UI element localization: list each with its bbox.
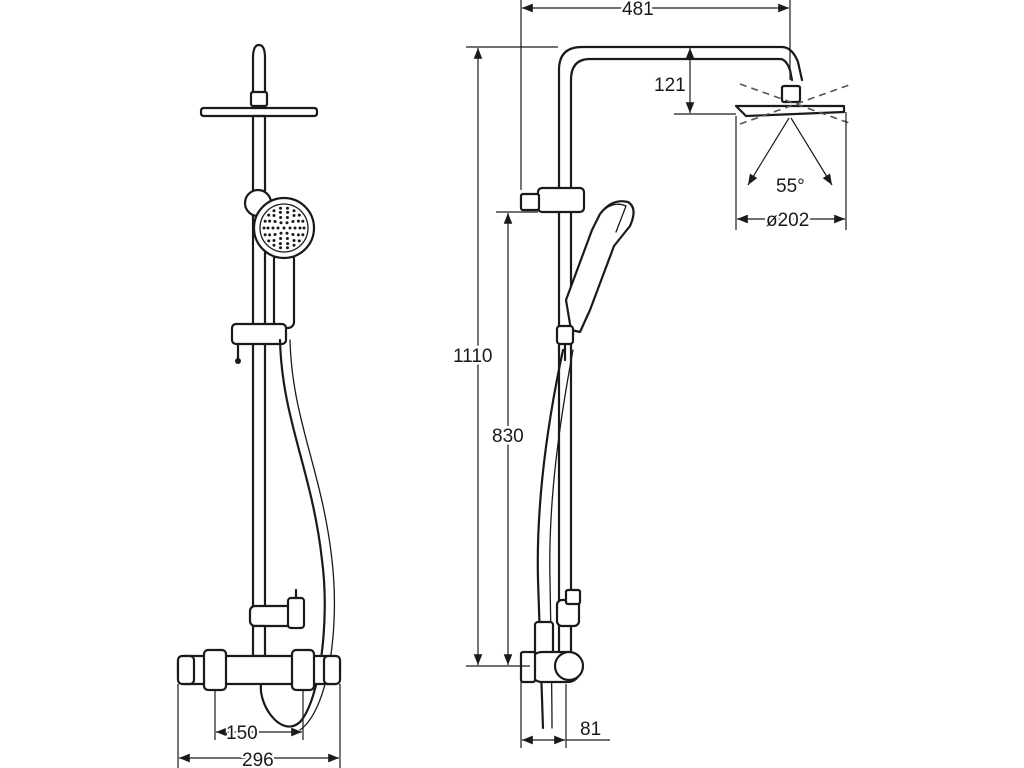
spray-nozzle-dots xyxy=(262,206,306,250)
spray-nozzle xyxy=(291,220,295,223)
spray-nozzle xyxy=(302,226,306,230)
spray-nozzle xyxy=(286,210,290,214)
spray-nozzle xyxy=(293,226,297,230)
tilt-line-a xyxy=(739,83,853,125)
front-inlet-left xyxy=(202,648,228,692)
spray-nozzle xyxy=(278,210,282,214)
spray-nozzle xyxy=(297,239,301,243)
spray-nozzle xyxy=(272,214,276,217)
spray-nozzle xyxy=(267,239,271,243)
side-head-connector xyxy=(780,84,802,104)
spray-nozzle xyxy=(272,243,276,247)
spray-nozzle xyxy=(272,239,276,242)
front-diverter-cap xyxy=(286,596,306,630)
spray-nozzle xyxy=(272,209,276,213)
front-thermostat-bar xyxy=(176,654,342,686)
dim-total-width: 296 xyxy=(242,750,274,768)
spray-nozzle xyxy=(296,233,300,237)
dim-head-diameter: ø202 xyxy=(766,210,809,231)
spray-nozzle xyxy=(291,233,295,236)
spray-nozzle xyxy=(271,226,275,230)
spray-nozzle xyxy=(292,214,296,217)
spray-nozzle xyxy=(276,226,280,230)
dim-wall-offset: 81 xyxy=(580,719,601,740)
side-shower-head xyxy=(734,104,846,118)
spray-nozzle xyxy=(285,216,289,219)
front-head-connector xyxy=(249,90,269,108)
spray-nozzle xyxy=(263,233,267,237)
spray-nozzle xyxy=(297,213,301,217)
dim-total-height: 1110 xyxy=(453,346,492,367)
side-upper-slider-knob xyxy=(519,192,541,212)
spray-nozzle xyxy=(279,206,282,210)
spray-nozzle xyxy=(288,226,292,230)
spray-angle-label: 55° xyxy=(776,176,805,197)
spray-nozzle xyxy=(282,226,286,230)
side-thermostat-knob xyxy=(553,650,585,682)
dim-inlet-spacing: 150 xyxy=(226,723,258,744)
side-mid-bracket xyxy=(555,324,575,346)
spray-nozzle xyxy=(286,242,290,246)
spray-nozzle xyxy=(279,231,283,235)
side-view: 55° xyxy=(519,45,853,730)
spray-nozzle xyxy=(279,216,283,219)
front-slide-bracket xyxy=(230,322,288,346)
spray-nozzle xyxy=(278,242,282,246)
spray-nozzle xyxy=(279,246,282,250)
front-shower-arm xyxy=(251,43,267,94)
side-hose-inner xyxy=(549,349,574,729)
dim-head-drop: 121 xyxy=(654,75,686,96)
front-bracket-pin-end xyxy=(235,358,241,364)
front-hand-shower-handle xyxy=(272,246,296,330)
spray-nozzle xyxy=(292,239,296,242)
front-shower-head xyxy=(199,106,319,118)
spray-cone-right xyxy=(790,117,833,186)
front-lower-pipe xyxy=(251,624,267,658)
front-hand-shower-face xyxy=(259,203,309,253)
tilt-line-b xyxy=(739,83,853,125)
spray-nozzle xyxy=(286,206,289,210)
spray-nozzle xyxy=(279,237,283,240)
side-riser-pipe xyxy=(557,45,804,658)
spray-nozzle xyxy=(301,219,305,223)
front-dimensions: 150 296 xyxy=(177,684,341,768)
front-inlet-right xyxy=(290,648,316,692)
dim-hand-height: 830 xyxy=(492,426,524,447)
side-hand-shower xyxy=(564,200,635,334)
spray-cone-left xyxy=(747,117,790,186)
spray-nozzle xyxy=(298,226,302,230)
side-upper-slider xyxy=(536,186,586,214)
spray-nozzle xyxy=(273,220,277,223)
spray-nozzle xyxy=(273,233,277,236)
spray-nozzle xyxy=(262,226,266,230)
front-hose xyxy=(259,338,326,728)
spray-nozzle xyxy=(292,209,296,213)
dim-arm-reach: 481 xyxy=(622,0,654,20)
side-hose-connector xyxy=(533,620,555,656)
spray-nozzle xyxy=(286,246,289,250)
front-hose-inner xyxy=(289,339,336,731)
spray-nozzle xyxy=(301,233,305,237)
spray-nozzle xyxy=(296,219,300,223)
side-hose xyxy=(536,348,565,730)
side-diverter-cap xyxy=(564,588,582,606)
spray-nozzle xyxy=(285,221,289,225)
front-thermostat-right-cap xyxy=(322,654,342,686)
side-dimensions: 481 121 1110 830 ø202 81 xyxy=(451,0,847,748)
spray-nozzle xyxy=(279,221,283,225)
side-hand-shower-face xyxy=(599,203,627,233)
side-wall-mount xyxy=(519,650,537,684)
spray-nozzle xyxy=(285,231,289,235)
front-view xyxy=(176,43,342,731)
side-riser-pipe-inner xyxy=(569,57,794,658)
spray-nozzle xyxy=(263,219,267,223)
spray-nozzle xyxy=(268,233,272,237)
front-thermostat-left-cap xyxy=(176,654,196,686)
spray-nozzle xyxy=(292,243,296,247)
spray-nozzle xyxy=(285,237,289,240)
spray-nozzle xyxy=(268,219,272,223)
spray-nozzle xyxy=(266,226,270,230)
spray-nozzle xyxy=(267,213,271,217)
